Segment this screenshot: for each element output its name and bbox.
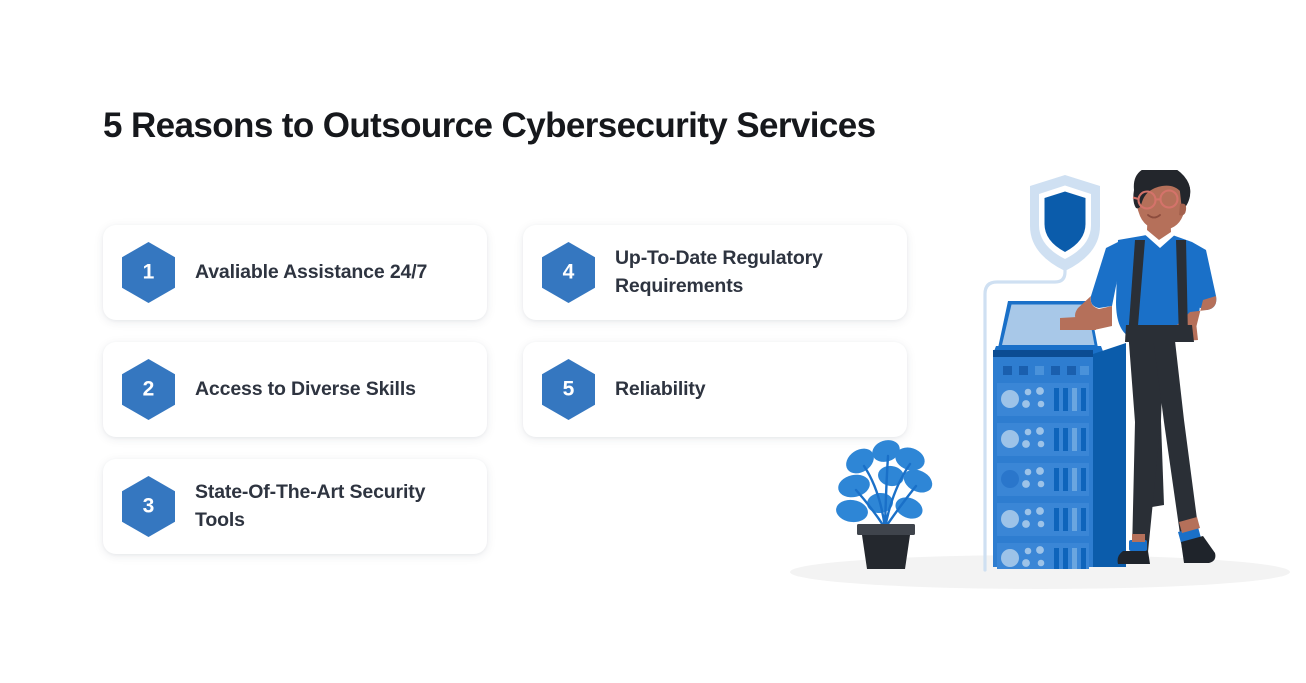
hexagon-number-4: 4 xyxy=(562,260,575,284)
potted-plant xyxy=(836,440,933,569)
hexagon-badge-5: 5 xyxy=(542,359,595,420)
hexagon-badge-4: 4 xyxy=(542,242,595,303)
reason-label-4: Up-To-Date Regulatory Requirements xyxy=(615,246,823,297)
hexagon-number-2: 2 xyxy=(142,377,155,401)
floor-shadow xyxy=(790,555,1290,589)
hexagon-badge-2: 2 xyxy=(122,359,175,420)
reason-card-1[interactable]: 1 Avaliable Assistance 24/7 xyxy=(103,225,487,320)
pot-rim xyxy=(857,524,915,535)
rack-bay-2 xyxy=(997,423,1089,456)
shoe-right xyxy=(1181,536,1216,563)
shoe-left xyxy=(1117,551,1150,564)
reason-card-2[interactable]: 2 Access to Diverse Skills xyxy=(103,342,487,437)
hexagon-number-1: 1 xyxy=(142,260,155,284)
hexagon-badge-1: 1 xyxy=(122,242,175,303)
suspender-left xyxy=(1128,240,1145,338)
reason-card-5[interactable]: 5 Reliability xyxy=(523,342,907,437)
plant-leaves xyxy=(836,440,933,530)
hexagon-number-3: 3 xyxy=(142,494,155,518)
technician-character xyxy=(1060,170,1217,564)
glasses-icon xyxy=(1132,189,1179,210)
hexagon-number-5: 5 xyxy=(562,377,575,401)
reason-label-1: Avaliable Assistance 24/7 xyxy=(195,260,428,283)
rack-bay-3 xyxy=(997,463,1089,496)
cable xyxy=(983,268,1067,572)
reason-card-3[interactable]: 3 State-Of-The-Art Security Tools xyxy=(103,459,487,554)
reason-label-2: Access to Diverse Skills xyxy=(195,377,416,400)
rack-bay-4 xyxy=(997,503,1089,536)
cybersecurity-illustration xyxy=(760,170,1306,600)
server-rack xyxy=(993,343,1126,569)
hair xyxy=(1133,170,1191,209)
rack-indicator-squares xyxy=(1003,366,1089,375)
reason-label-5: Reliability xyxy=(615,377,706,400)
rack-bay-5 xyxy=(997,543,1089,569)
trouser-cuff-left xyxy=(1129,540,1147,551)
suspender-right xyxy=(1176,240,1188,338)
page-title: 5 Reasons to Outsource Cybersecurity Ser… xyxy=(103,106,876,146)
reason-card-4[interactable]: 4 Up-To-Date Regulatory Requirements xyxy=(523,225,907,320)
pot-body xyxy=(862,535,910,569)
hexagon-badge-3: 3 xyxy=(122,476,175,537)
shield-icon xyxy=(1030,175,1100,271)
rack-bay-1 xyxy=(997,383,1089,416)
reason-label-3: State-Of-The-Art Security Tools xyxy=(195,480,426,531)
